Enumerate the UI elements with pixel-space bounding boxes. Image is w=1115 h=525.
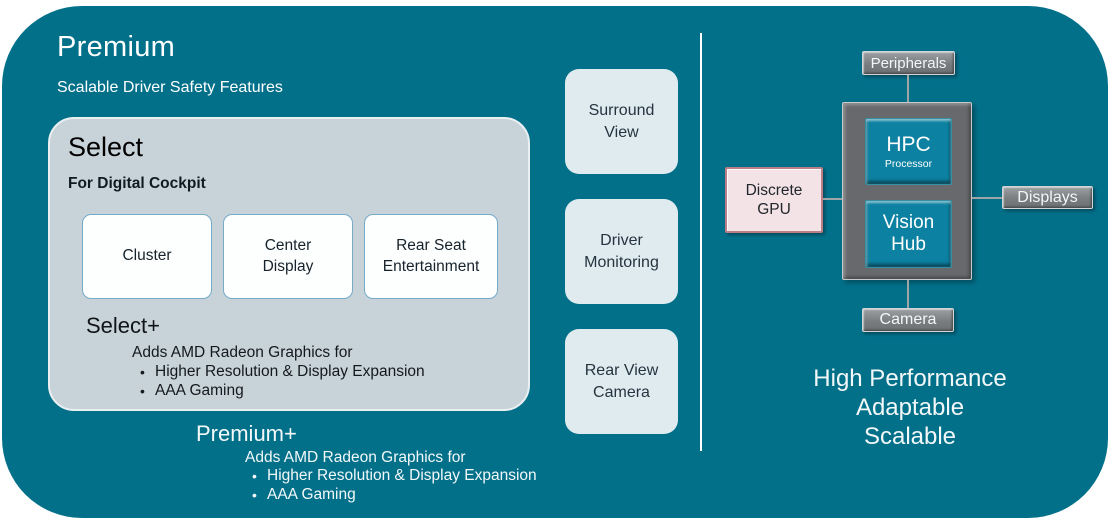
hpc-processor-chip: HPC Processor [865,118,952,185]
select-plus-bullets: Higher Resolution & Display Expansion AA… [138,363,425,400]
feature-box-rear-view-camera: Rear View Camera [565,329,678,434]
cockpit-box-rear-seat-entertainment: Rear Seat Entertainment [364,214,498,299]
premium-title: Premium [57,31,176,63]
select-plus-lead: Adds AMD Radeon Graphics for [132,344,353,361]
connector-gpu [823,198,842,200]
vertical-divider [700,33,702,451]
peripherals-box: Peripherals [862,51,955,75]
premium-plus-lead: Adds AMD Radeon Graphics for [245,449,466,466]
premium-plus-bullet: Higher Resolution & Display Expansion [250,467,537,486]
camera-box: Camera [862,308,954,332]
select-plus-title: Select+ [86,313,160,338]
premium-plus-title: Premium+ [196,421,297,446]
premium-plus-bullets: Higher Resolution & Display Expansion AA… [250,467,537,504]
soc-container-box: HPC Processor Vision Hub [842,102,972,280]
tagline: High Performance Adaptable Scalable [813,365,1007,450]
premium-plus-bullet: AAA Gaming [250,486,537,505]
hpc-title: HPC [886,132,931,156]
feature-box-surround-view: Surround View [565,69,678,174]
select-subtitle: For Digital Cockpit [68,175,206,192]
select-title: Select [68,132,144,162]
premium-subtitle: Scalable Driver Safety Features [57,79,283,96]
hpc-subtitle: Processor [884,157,933,170]
vision-hub-chip: Vision Hub [865,200,952,268]
displays-box: Displays [1002,186,1093,209]
feature-box-driver-monitoring: Driver Monitoring [565,199,678,304]
select-plus-bullet: Higher Resolution & Display Expansion [138,363,425,382]
cockpit-box-cluster: Cluster [82,214,212,299]
connector-camera [907,280,909,308]
cockpit-box-center-display: Center Display [223,214,353,299]
select-panel: Select For Digital Cockpit Cluster Cente… [48,117,530,411]
select-plus-bullet: AAA Gaming [138,382,425,401]
connector-peripherals [907,75,909,102]
discrete-gpu-box: Discrete GPU [725,167,823,233]
connector-displays [972,197,1002,199]
